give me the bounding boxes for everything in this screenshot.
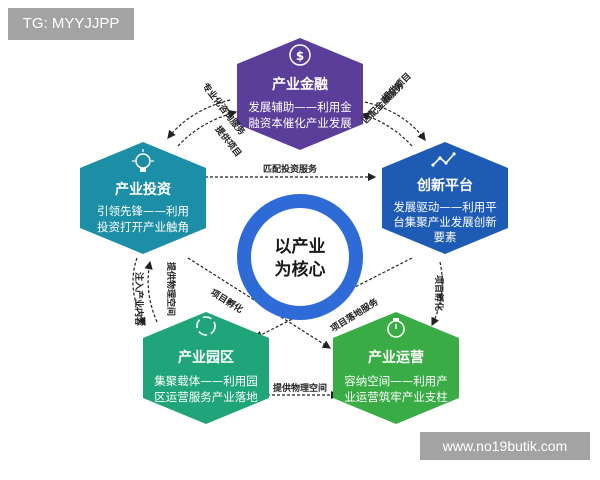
investment-title: 产业投资 <box>115 181 171 198</box>
lightbulb-icon <box>132 149 154 172</box>
connectors <box>132 99 443 400</box>
edge-innovation-park <box>253 257 413 339</box>
edge-investment-operation <box>187 257 332 349</box>
investment-desc-1: 引领先锋——利用 <box>97 204 189 218</box>
edge-investment-finance <box>177 109 238 147</box>
recycle-icon <box>196 316 216 336</box>
node-park: 产业园区 集聚载体——利用园 区运营服务产业落地 <box>143 312 269 424</box>
edge-innovation-operation <box>431 261 443 327</box>
edge-finance-investment <box>167 99 231 139</box>
park-desc-2: 区运营服务产业落地 <box>154 390 258 404</box>
center-core: 以产业 为核心 <box>237 194 363 320</box>
innovation-desc-3: 要素 <box>434 230 457 244</box>
finance-desc-1: 发展辅助——利用金 <box>248 100 352 114</box>
innovation-title: 创新平台 <box>416 177 473 194</box>
park-title: 产业园区 <box>178 349 234 366</box>
stopwatch-icon <box>387 318 405 338</box>
dollar-cycle-icon: $ <box>289 44 311 66</box>
label-physical-space-bottom: 提供物理空间 <box>273 382 327 394</box>
finance-title: 产业金融 <box>272 76 328 93</box>
center-line-2: 为核心 <box>275 259 326 280</box>
svg-text:$: $ <box>296 49 304 63</box>
node-innovation: 创新平台 发展驱动——利用平 台集聚产业发展创新 要素 <box>382 142 508 254</box>
operation-desc-1: 容纳空间——利用产 <box>344 374 448 388</box>
innovation-desc-2: 台集聚产业发展创新 <box>393 215 497 229</box>
investment-desc-2: 投资打开产业触角 <box>97 220 189 234</box>
label-project-incubation-right: 项目孵化 <box>433 275 445 311</box>
tag-label: TG: MYYJJPP <box>8 8 134 40</box>
operation-desc-2: 业运营筑牢产业支柱 <box>344 390 448 404</box>
innovation-desc-1: 发展驱动——利用平 <box>393 200 497 214</box>
label-match-investment: 匹配投资服务 <box>263 163 318 175</box>
node-operation: 产业运营 容纳空间——利用产 业运营筑牢产业支柱 <box>333 312 459 424</box>
node-investment: 产业投资 引领先锋——利用 投资打开产业触角 <box>80 142 206 254</box>
chart-line-icon <box>431 152 456 167</box>
finance-desc-2: 融资本催化产业发展 <box>248 116 352 130</box>
operation-title: 产业运营 <box>368 349 424 366</box>
center-line-1: 以产业 <box>275 236 326 257</box>
park-desc-1: 集聚载体——利用园 <box>154 374 258 388</box>
node-finance: $ 产业金融 发展辅助——利用金 融资本催化产业发展 <box>237 38 363 150</box>
edge-park-investment <box>144 260 158 323</box>
edge-investment-park <box>132 257 146 327</box>
watermark-label: www.no19butik.com <box>420 432 590 460</box>
label-industry-inflow: 注入产业内容 <box>133 272 145 326</box>
edge-finance-innovation <box>364 101 426 141</box>
label-physical-space-left: 提供物理空间 <box>165 262 177 316</box>
